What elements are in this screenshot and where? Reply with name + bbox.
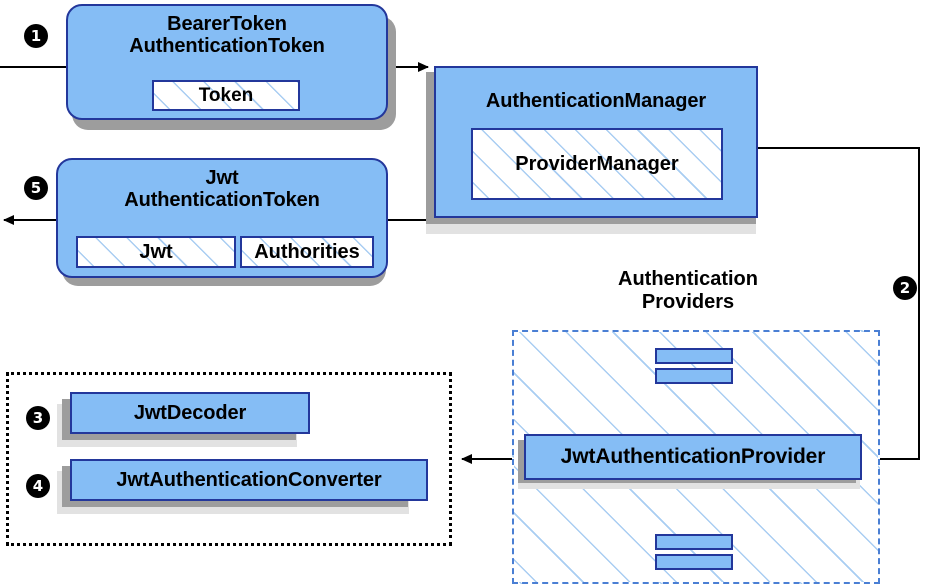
bearer-token-title-line1: BearerToken	[167, 13, 287, 35]
authentication-manager-chip-provider-manager: ProviderManager	[471, 128, 723, 200]
bearer-token-title-line2: AuthenticationToken	[129, 35, 325, 58]
step-badge-3: 3	[26, 406, 50, 430]
authentication-manager-node[interactable]: AuthenticationManager ProviderManager	[434, 66, 758, 218]
bearer-token-node[interactable]: BearerToken AuthenticationToken Token	[66, 4, 388, 120]
jwt-token-chip-jwt: Jwt	[76, 236, 236, 268]
provider-stub-top-bar-1	[655, 348, 733, 364]
authentication-manager-title: AuthenticationManager	[485, 90, 707, 112]
providers-group-label: Authentication Providers	[560, 268, 816, 314]
step-badge-4: 4	[26, 474, 50, 498]
step-badge-5: 5	[24, 176, 48, 200]
bearer-token-title: BearerToken AuthenticationToken	[129, 13, 325, 58]
provider-stub-bottom-bar-2	[655, 554, 733, 570]
provider-stub-bottom-bar-1	[655, 534, 733, 550]
jwt-token-title: Jwt AuthenticationToken	[124, 167, 320, 212]
jwt-authentication-provider-title: JwtAuthenticationProvider	[560, 445, 826, 469]
step-badge-2: 2	[893, 276, 917, 300]
providers-group-label-line1: Authentication	[618, 268, 758, 290]
jwt-support-container	[6, 372, 452, 546]
jwt-authentication-converter-node[interactable]: JwtAuthenticationConverter	[70, 459, 428, 501]
jwt-authentication-converter-title: JwtAuthenticationConverter	[116, 468, 382, 491]
jwt-token-node[interactable]: Jwt AuthenticationToken Jwt Authorities	[56, 158, 388, 278]
jwt-decoder-title: JwtDecoder	[133, 401, 247, 424]
providers-group-label-line2: Providers	[641, 291, 735, 313]
bearer-token-chip-token: Token	[152, 80, 300, 111]
jwt-token-chip-authorities: Authorities	[240, 236, 374, 268]
jwt-token-title-line2: AuthenticationToken	[124, 189, 320, 212]
provider-stub-top-bar-2	[655, 368, 733, 384]
step-badge-1: 1	[24, 24, 48, 48]
jwt-decoder-node[interactable]: JwtDecoder	[70, 392, 310, 434]
jwt-token-title-line1: Jwt	[205, 167, 239, 189]
jwt-authentication-provider-node[interactable]: JwtAuthenticationProvider	[524, 434, 862, 480]
